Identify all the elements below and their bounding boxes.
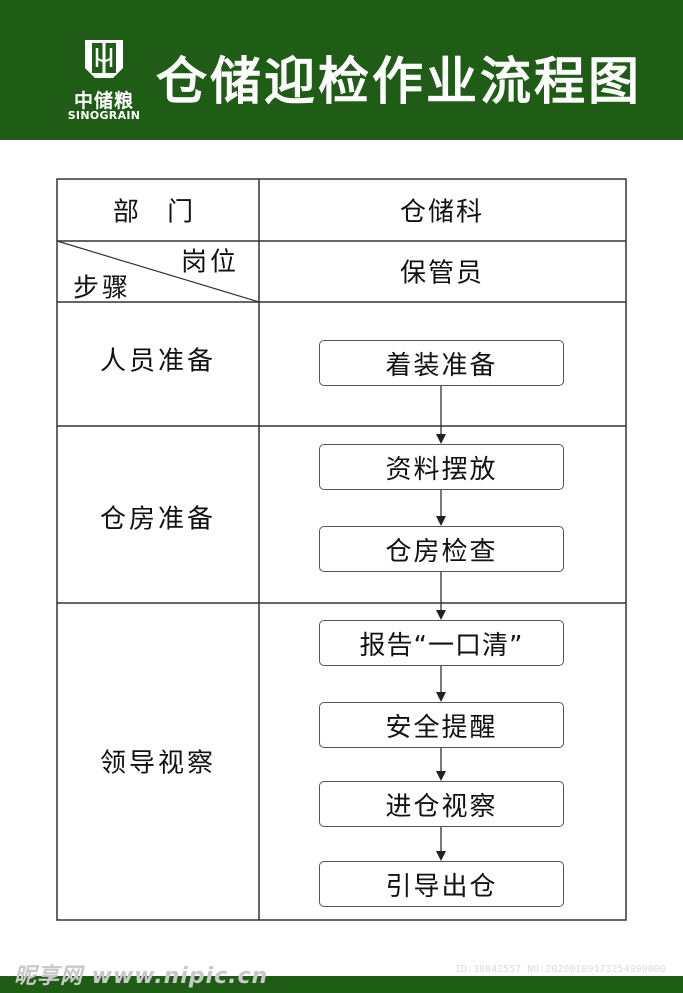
header-banner: 中储粮 SINOGRAIN 仓储迎检作业流程图 [0,0,683,140]
flow-box-enter-inspection: 进仓视察 [319,781,564,827]
watermark-left: 昵享网 www.nipic.cn [14,964,269,989]
flow-box-warehouse-check: 仓房检查 [319,526,564,572]
flow-box-report: 报告“一口清” [319,620,564,666]
dept-value: 仓储科 [399,197,485,228]
flow-arrow-head [436,610,446,620]
flow-arrow-head [436,434,446,444]
page-title: 仓储迎检作业流程图 [156,53,643,112]
flow-box-documents: 资料摆放 [319,444,564,490]
post-label: 岗位 [180,247,240,278]
flow-arrows [436,386,446,861]
step-personnel-prep: 人员准备 [99,346,217,377]
step-label: 步骤 [72,273,132,304]
sinograin-logo: 中储粮 SINOGRAIN [62,34,152,124]
flow-box-dress: 着装准备 [319,340,564,386]
flow-arrow-head [436,771,446,781]
step-leader-inspection: 领导视察 [99,748,217,779]
flow-arrow-head [436,516,446,526]
logo-english-name: SINOGRAIN [67,109,141,122]
post-value: 保管员 [399,258,485,289]
dept-label: 部 门 [112,197,204,228]
logo-chinese-name: 中储粮 [73,90,134,112]
header-diagonal [56,240,260,303]
flow-box-guide-exit: 引导出仓 [319,861,564,907]
flow-box-safety-reminder: 安全提醒 [319,702,564,748]
step-warehouse-prep: 仓房准备 [99,504,217,535]
footer-bar [0,976,683,993]
flow-arrow-head [436,851,446,861]
watermark-id: ID:30842557 NO:20200109173254990000 [455,964,666,975]
wheat-logo-icon [85,40,123,78]
flow-arrow-head [436,692,446,702]
